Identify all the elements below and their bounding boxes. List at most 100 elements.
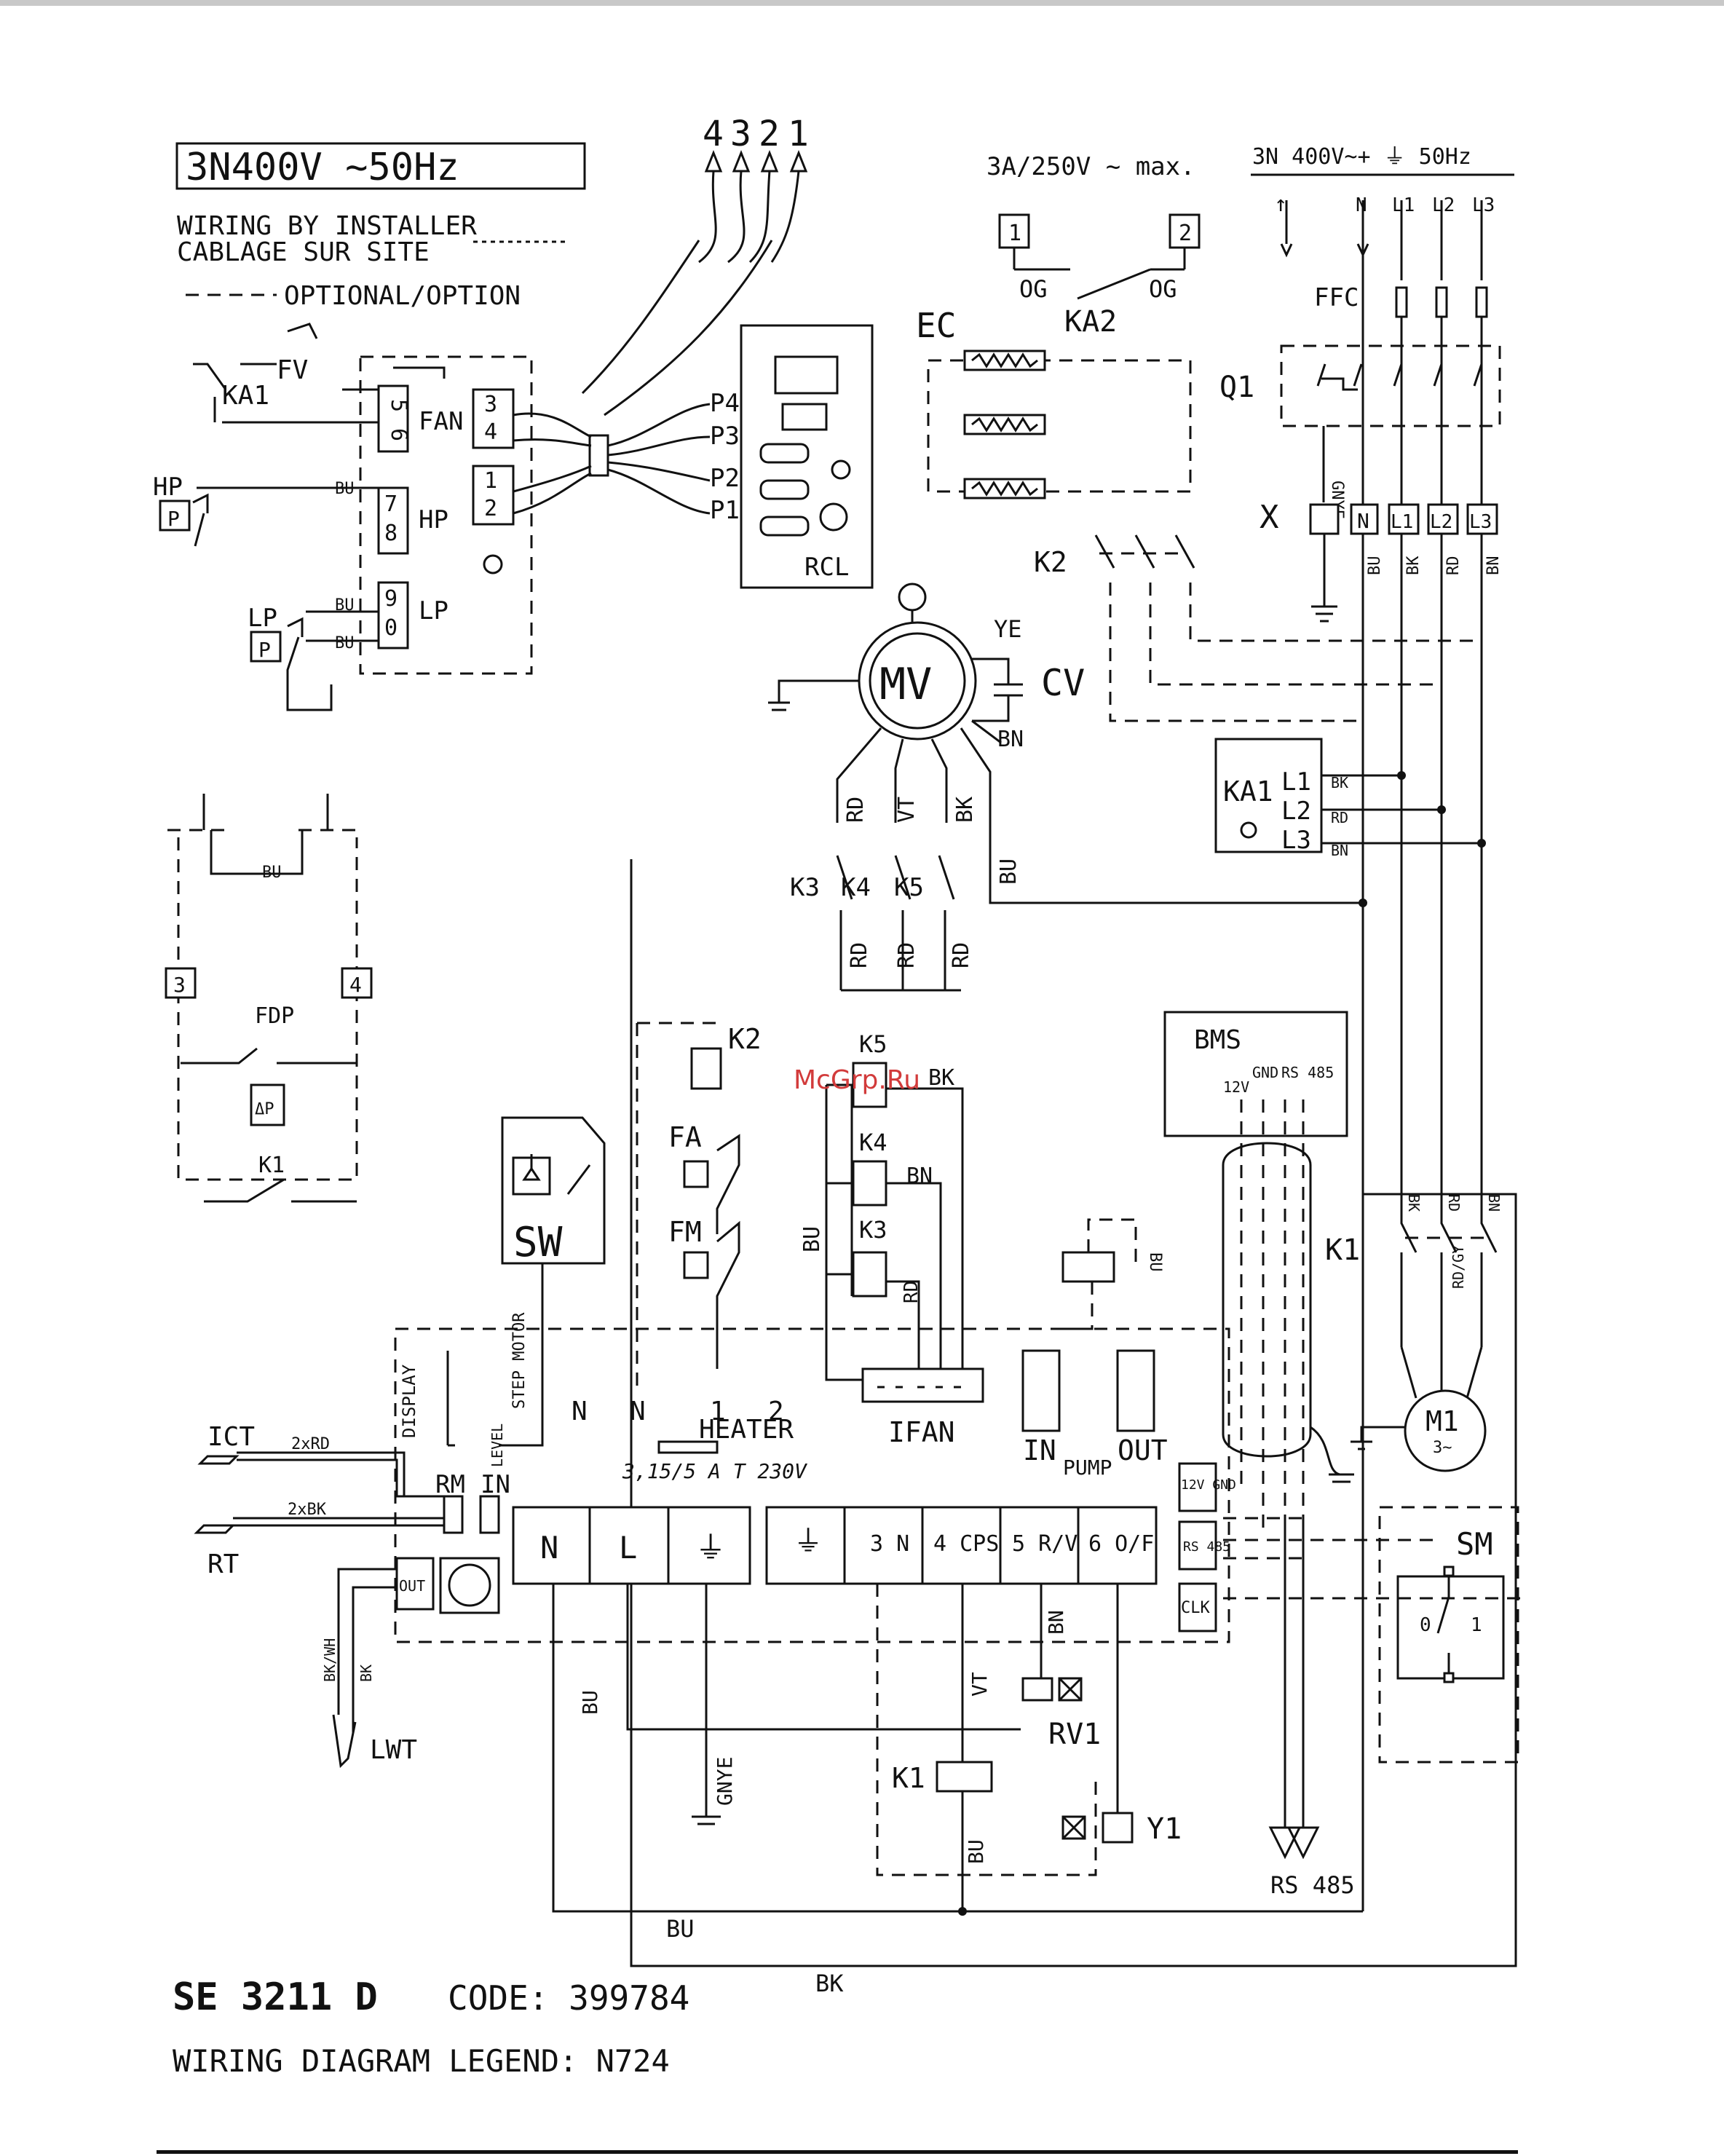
cable-number: 1: [788, 114, 809, 154]
mv-label: MV: [879, 659, 932, 710]
ka2-label: KA2: [1064, 305, 1117, 339]
control-board: [394, 1327, 1230, 1643]
svg-text:3: 3: [173, 973, 186, 997]
fv-label: FV: [277, 355, 308, 385]
pump-label: PUMP: [1063, 1456, 1112, 1480]
bms-box: [1163, 1011, 1348, 1137]
svg-text:BN: BN: [1331, 842, 1348, 859]
svg-text:8: 8: [384, 521, 398, 546]
svg-text:BU: BU: [578, 1690, 602, 1715]
og-label-right: OG: [1149, 275, 1177, 303]
heater-1: 1: [710, 1397, 726, 1426]
svg-text:GNYE: GNYE: [713, 1757, 737, 1806]
bms-label: BMS: [1194, 1025, 1241, 1055]
svg-text:⏚: ⏚: [695, 1530, 726, 1565]
svg-text:3~: 3~: [1433, 1439, 1452, 1457]
cable-number: 4: [703, 114, 724, 154]
optional-note: OPTIONAL/OPTION: [284, 281, 521, 311]
svg-text:L2: L2: [1281, 797, 1311, 826]
svg-text:BN: BN: [1484, 556, 1503, 576]
x-terminal-l1: L1: [1391, 511, 1413, 533]
svg-text:BK: BK: [952, 797, 978, 823]
mains-label: 3N 400V~+ ⏚ 50Hz: [1252, 144, 1471, 170]
svg-text:BK: BK: [1405, 1194, 1423, 1212]
tb-lp-label: LP: [419, 596, 448, 625]
mains-l3: L3: [1472, 194, 1495, 216]
k3-contact-label: K3: [790, 873, 820, 902]
svg-text:L: L: [619, 1530, 637, 1565]
svg-text:RS 485: RS 485: [1183, 1539, 1230, 1555]
svg-text:VT: VT: [968, 1672, 992, 1697]
svg-text:0: 0: [384, 615, 398, 641]
svg-text:1: 1: [484, 468, 497, 494]
svg-text:BU: BU: [262, 864, 282, 882]
x-terminal-n: N: [1357, 509, 1369, 533]
sm-box: [1378, 1506, 1519, 1764]
mains-l1: L1: [1392, 194, 1415, 216]
ec-label: EC: [916, 306, 956, 345]
model-label: SE 3211 D: [173, 1975, 378, 2019]
svg-text:5: 5: [386, 399, 411, 412]
lp-label: LP: [248, 604, 277, 633]
footer-wire-bk: BK: [815, 1970, 844, 1997]
fan-label: FAN: [419, 407, 463, 436]
svg-text:CLK: CLK: [1181, 1599, 1210, 1617]
svg-text:BN: BN: [997, 727, 1024, 752]
k2-label: K2: [1034, 546, 1067, 578]
svg-text:RD: RD: [843, 797, 869, 823]
sw-label: SW: [513, 1219, 563, 1266]
lwt-label: LWT: [370, 1735, 417, 1765]
ka2-pin-1: 1: [1008, 221, 1021, 246]
display-label: DISPLAY: [399, 1364, 419, 1438]
svg-text:BK/WH: BK/WH: [321, 1638, 339, 1682]
q1-label: Q1: [1219, 371, 1254, 404]
svg-text:RD: RD: [894, 942, 920, 968]
svg-text:BU: BU: [335, 634, 355, 652]
svg-text:2: 2: [484, 496, 497, 521]
rcl-label: RCL: [804, 553, 849, 582]
svg-text:BK: BK: [1404, 556, 1423, 575]
code-label: CODE: 399784: [448, 1978, 689, 2018]
svg-text:ΔP: ΔP: [255, 1100, 274, 1118]
rcl-p3: P3: [710, 422, 740, 451]
svg-text:⏚: ⏚: [794, 1525, 823, 1558]
watermark: McGrp.Ru: [794, 1065, 920, 1095]
sm-label: SM: [1456, 1526, 1493, 1562]
svg-text:BN: BN: [1485, 1194, 1503, 1212]
svg-text:P: P: [258, 638, 271, 662]
y1-label: Y1: [1147, 1812, 1182, 1846]
ka1-relay: [1214, 738, 1323, 853]
ifan-label: IFAN: [888, 1416, 955, 1448]
svg-text:BU: BU: [799, 1226, 825, 1252]
svg-text:BN: BN: [1044, 1610, 1068, 1635]
svg-text:1: 1: [1471, 1614, 1482, 1636]
cable-number: 2: [759, 114, 780, 154]
heater-2: 2: [768, 1397, 784, 1426]
rm-label: RM: [435, 1470, 465, 1499]
k3-coil-label: K3: [859, 1216, 887, 1244]
pump-in-label: IN: [1023, 1434, 1056, 1466]
svg-text:RD: RD: [949, 942, 974, 968]
step-motor-label: STEP MOTOR: [510, 1312, 529, 1409]
ec-area: [927, 359, 1192, 493]
ye-label: YE: [994, 615, 1022, 643]
svg-text:N: N: [540, 1530, 558, 1565]
svg-text:RD: RD: [1331, 809, 1348, 826]
svg-text:4: 4: [349, 973, 362, 997]
ka2-pin-2: 2: [1179, 221, 1192, 246]
hp-label: HP: [153, 473, 183, 502]
svg-text:4: 4: [484, 419, 497, 445]
m1-label: M1: [1426, 1405, 1459, 1437]
svg-text:RS 485: RS 485: [1281, 1064, 1334, 1081]
svg-text:5 R/V: 5 R/V: [1012, 1531, 1078, 1557]
board-in-label: IN: [481, 1470, 510, 1499]
svg-text:9: 9: [384, 586, 398, 612]
svg-text:RD/GY: RD/GY: [1450, 1245, 1467, 1289]
svg-text:BK: BK: [928, 1065, 954, 1091]
x-label: X: [1260, 499, 1279, 536]
mains-l2: L2: [1432, 194, 1455, 216]
x-terminal-l3: L3: [1469, 511, 1492, 533]
svg-text:↑: ↑: [1274, 191, 1287, 217]
svg-text:BU: BU: [1146, 1252, 1164, 1272]
